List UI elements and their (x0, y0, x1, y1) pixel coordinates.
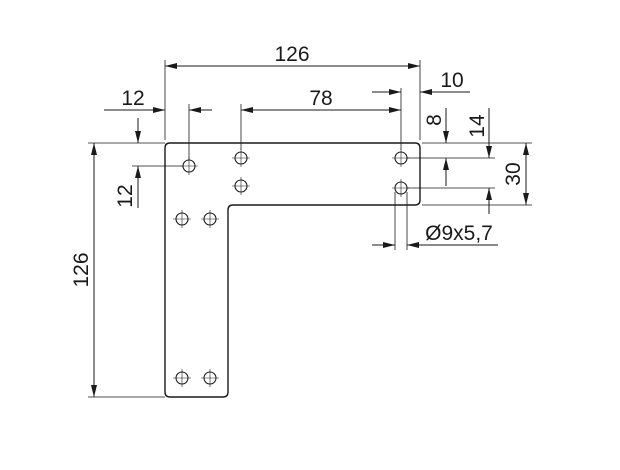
dimension-arm-depth-offset-label: 14 (466, 114, 489, 138)
dimension-left-offset (104, 104, 212, 160)
dimension-hole-offset-top-label: 8 (423, 114, 446, 126)
hole-mid-left (173, 210, 191, 228)
bracket-outline (164, 142, 421, 398)
dimension-overall-width (164, 60, 421, 140)
dimension-hole-span-label: 78 (309, 87, 332, 110)
dimension-hole-spec-label: Ø9x5,7 (425, 222, 493, 245)
hole-right-upper (392, 149, 410, 167)
hole-right-lower (392, 179, 410, 197)
hole-bottom-left (173, 369, 191, 387)
dimension-arm-width (523, 143, 529, 205)
dimension-arm-width-label: 30 (502, 162, 525, 185)
dimension-hole-offset-top (443, 108, 449, 186)
dimension-right-offset-label: 10 (440, 69, 463, 92)
dimension-overall-height (88, 142, 165, 398)
dimension-left-offset-label: 12 (121, 87, 144, 110)
hole-top-second-lower (232, 177, 250, 195)
dimension-hole-span (240, 88, 402, 150)
dimension-hole-spec (372, 192, 498, 250)
hole-mid-right (201, 210, 219, 228)
dimension-top-left-offset (132, 118, 183, 208)
hole-top-second-upper (232, 149, 250, 167)
hole-bottom-right (201, 369, 219, 387)
dimension-right-offset (372, 89, 470, 95)
dimension-arm-depth-offset (486, 108, 492, 214)
dimension-overall-width-label: 126 (274, 43, 309, 66)
right-extension-lines (407, 142, 532, 206)
dimension-top-left-offset-label: 12 (114, 184, 137, 207)
dimension-overall-height-label: 126 (70, 252, 93, 287)
